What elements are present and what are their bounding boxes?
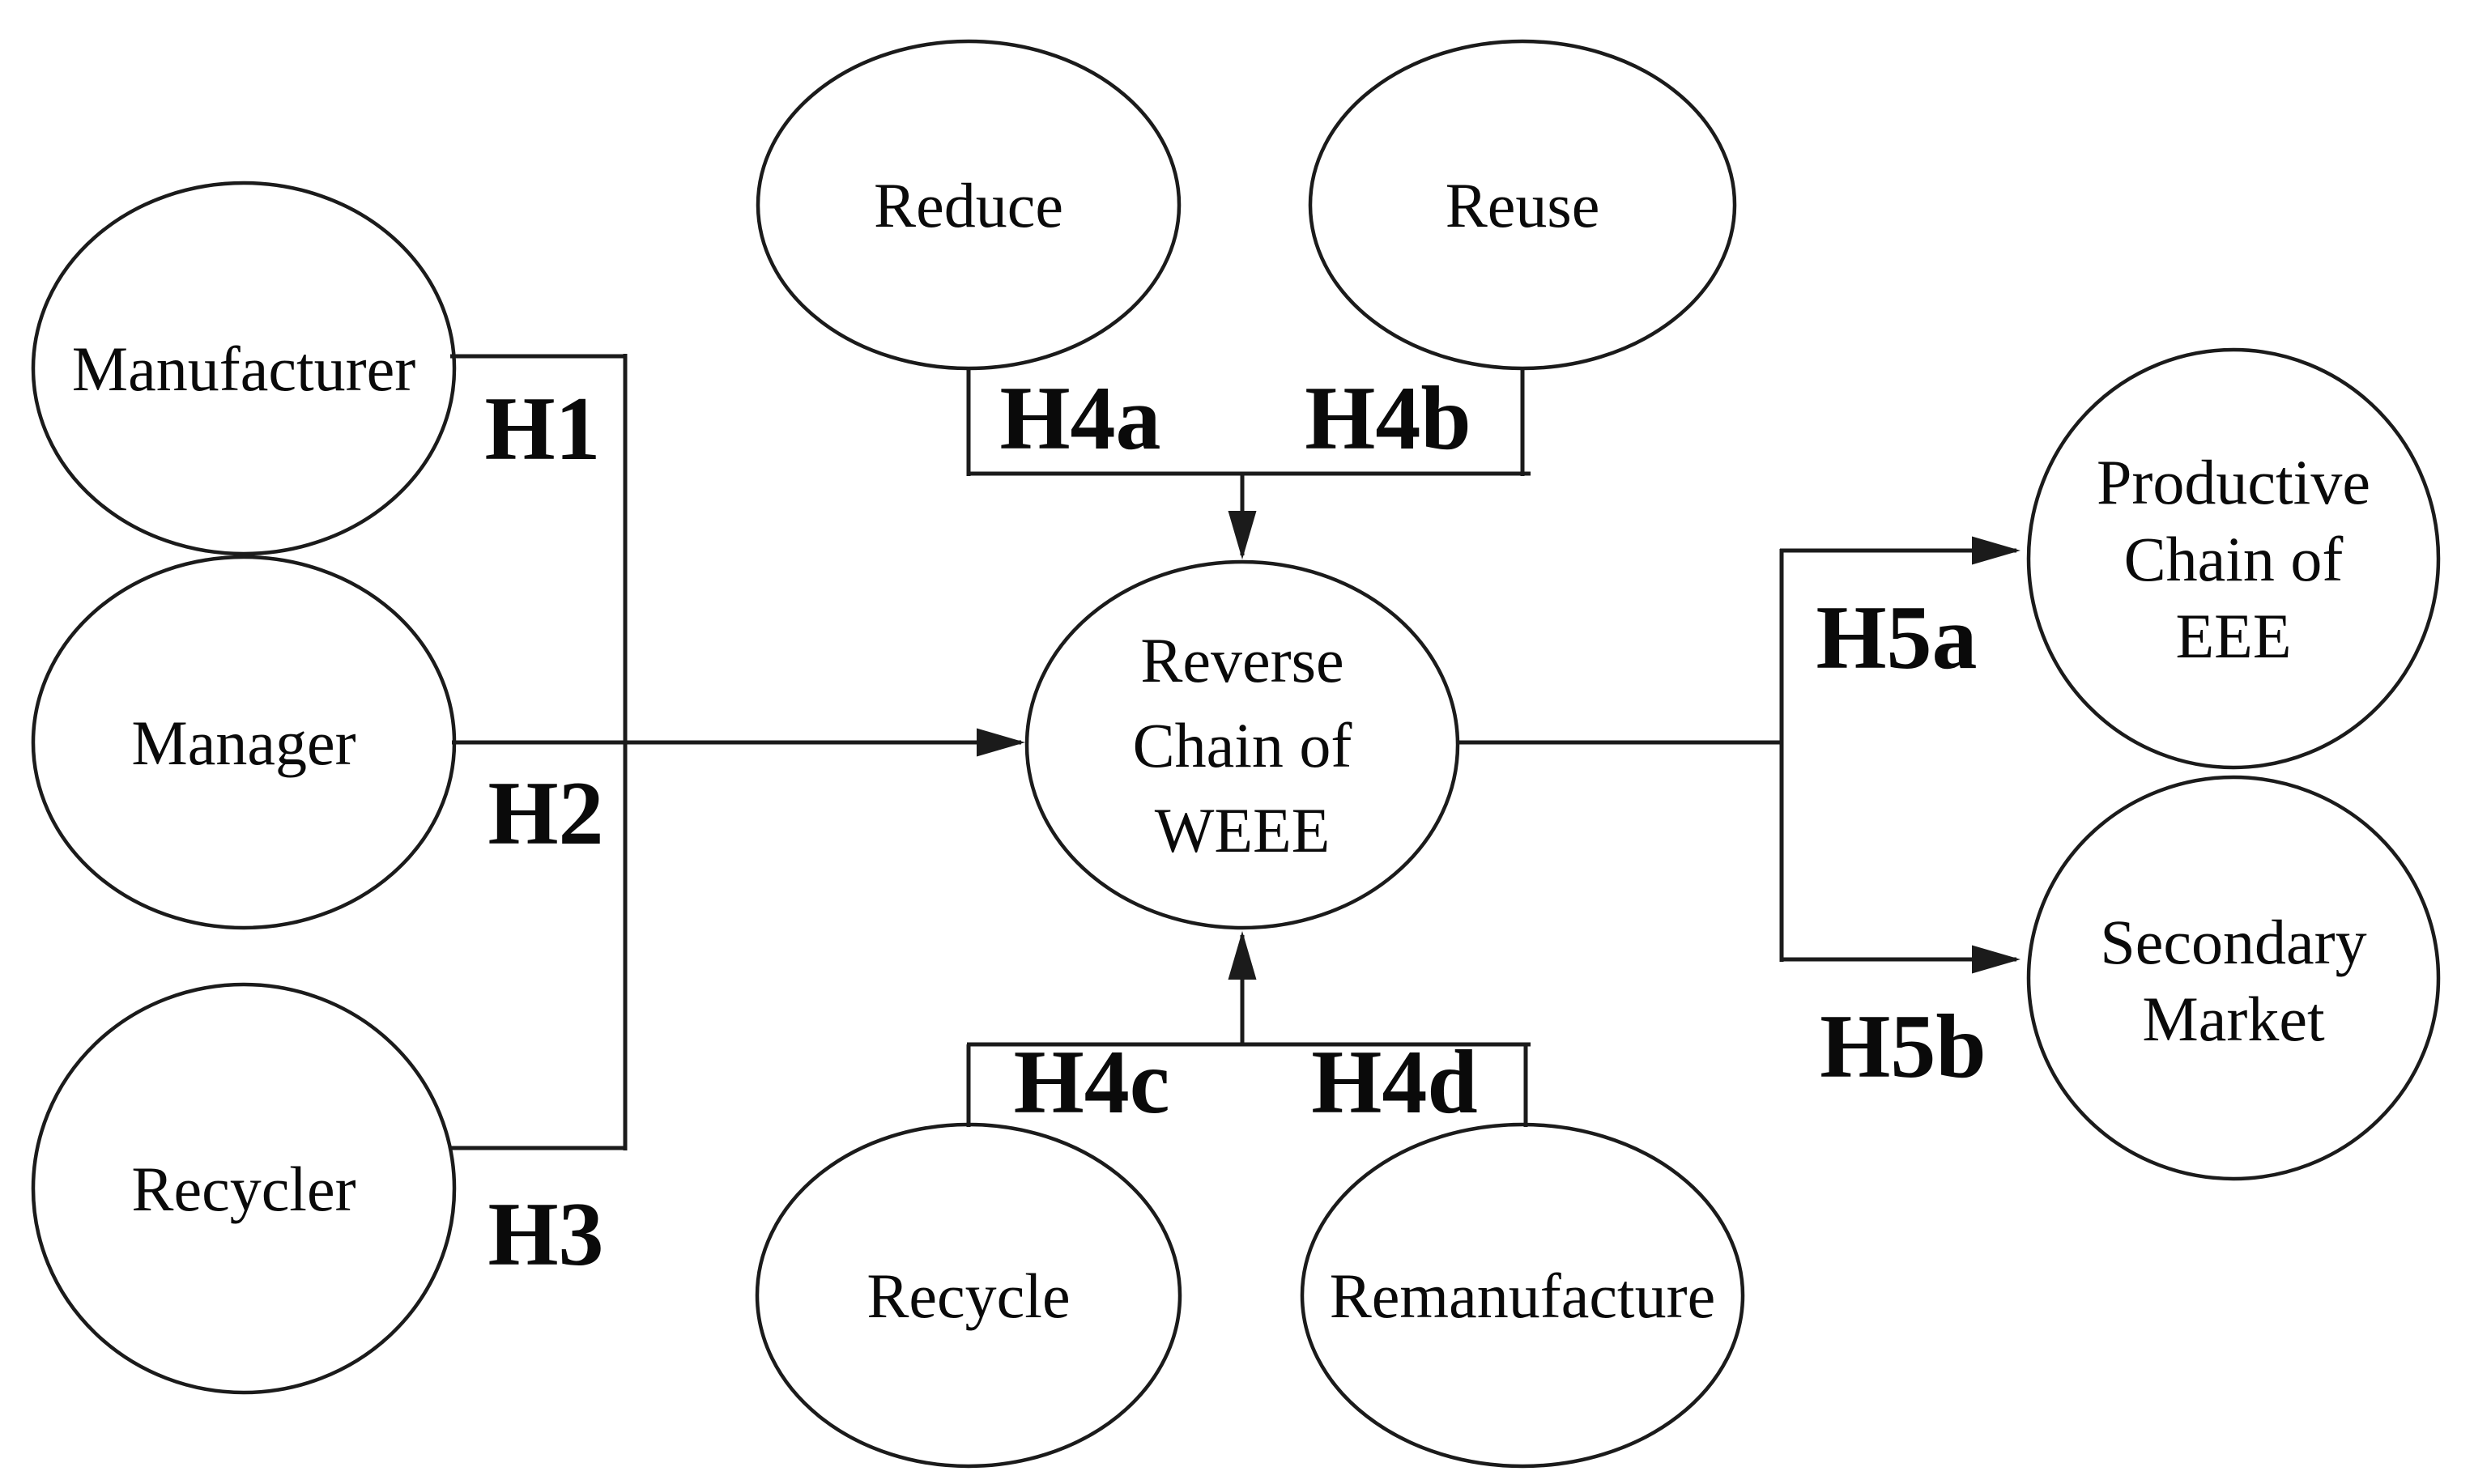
node-recycle-label: Recycle [867,1261,1070,1331]
node-secondary-market-ellipse [2026,775,2441,1181]
node-reduce-label: Reduce [874,170,1063,240]
node-productive-chain-label-line1: Productive [2097,447,2370,517]
node-recycler-ellipse [31,982,457,1395]
node-remanufacture-label: Remanufacture [1330,1261,1715,1331]
node-manufacturer-label: Manufacturer [72,334,415,404]
node-secondary-market-label-line2: Market [2142,984,2325,1054]
node-recycler-label: Recycler [131,1154,356,1224]
node-productive-chain-ellipse [2026,347,2441,770]
node-reverse-chain-label-line2: Chain of [1133,710,1352,780]
node-remanufacture-ellipse [1300,1122,1745,1469]
hypothesis-h4a-label: H4a [999,368,1160,469]
node-productive-chain-label-line2: Chain of [2124,524,2344,594]
node-productive-chain-label-line3: EEE [2176,601,2292,671]
node-manufacturer-ellipse [31,181,457,556]
hypothesis-h3-label: H3 [488,1184,603,1285]
node-reverse-chain-ellipse [1024,559,1460,930]
node-secondary-market-label-line1: Secondary [2100,907,2366,977]
hypothesis-h5b-label: H5b [1820,997,1986,1097]
hypothesis-h2-label: H2 [488,763,603,864]
node-reverse-chain-label-line1: Reverse [1140,625,1343,695]
hypothesis-h5a-label: H5a [1816,588,1977,688]
node-reverse-chain-label-line3: WEEE [1155,795,1331,865]
hypothesis-h4d-label: H4d [1311,1032,1477,1133]
hypothesis-h4c-label: H4c [1014,1032,1170,1133]
hypothesis-h4b-label: H4b [1305,368,1471,469]
node-reuse-label: Reuse [1446,170,1600,240]
node-manager-label: Manager [131,708,356,778]
hypothesis-h1-label: H1 [484,379,600,479]
